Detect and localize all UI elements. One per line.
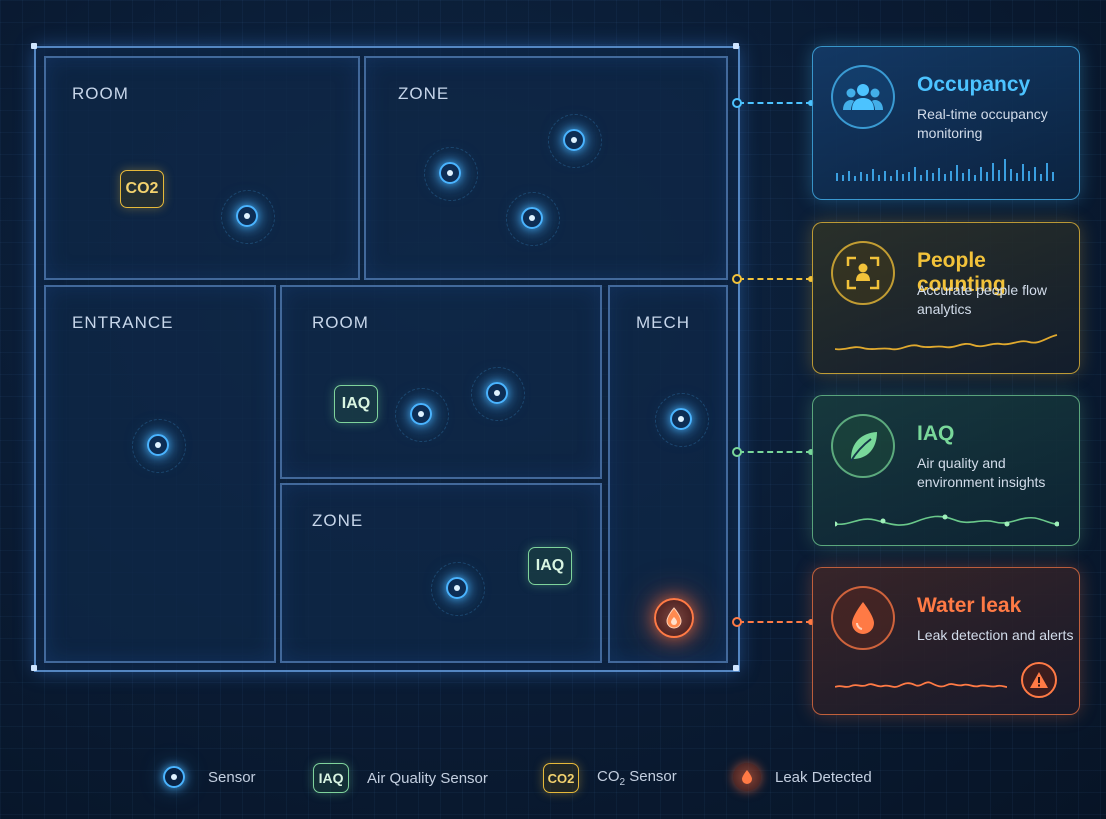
zone-bottom[interactable]: ZONE: [280, 483, 602, 663]
sensor-icon[interactable]: [147, 434, 169, 456]
sensor-icon: [160, 763, 188, 791]
flame-drop-icon: [666, 607, 682, 629]
connector-dot: [732, 447, 742, 457]
sensor-icon[interactable]: [563, 129, 585, 151]
co2-legend-tag: CO2: [543, 763, 579, 793]
people-group-icon: [831, 65, 895, 129]
floor-plan: ROOM ZONE ENTRANCE ROOM MECH ZONE: [34, 46, 740, 672]
air-quality-sparkline: [835, 514, 1059, 527]
iaq-sensor-tag[interactable]: IAQ: [334, 385, 378, 423]
iaq-card[interactable]: IAQ Air quality and environment insights: [812, 395, 1080, 546]
room-label: MECH: [636, 313, 691, 332]
room-label: ENTRANCE: [72, 313, 174, 332]
water-drop-icon: [831, 586, 895, 650]
room-label: ROOM: [312, 313, 369, 332]
connector-dot: [732, 98, 742, 108]
connector-dot: [808, 276, 814, 282]
leak-detected-marker[interactable]: [654, 598, 694, 638]
leaf-icon: [831, 414, 895, 478]
connector-line: [738, 621, 812, 623]
connector-line: [738, 451, 812, 453]
iaq-sensor-tag[interactable]: IAQ: [528, 547, 572, 585]
water-leak-card[interactable]: Water leak Leak detection and alerts: [812, 567, 1080, 715]
occupancy-bars-sparkline: [836, 159, 1054, 181]
person-scan-icon: [831, 241, 895, 305]
plan-corner-marker: [733, 43, 739, 49]
connector-line: [738, 278, 812, 280]
sensor-icon[interactable]: [439, 162, 461, 184]
legend-sensor: Sensor: [160, 763, 256, 791]
sensor-icon[interactable]: [486, 382, 508, 404]
people-counting-card[interactable]: People counting Accurate people flow ana…: [812, 222, 1080, 374]
room-top-left[interactable]: ROOM: [44, 56, 360, 280]
occupancy-card[interactable]: Occupancy Real-time occupancy monitoring: [812, 46, 1080, 200]
people-flow-sparkline: [835, 334, 1058, 351]
leak-sparkline: [835, 681, 1007, 688]
room-entrance[interactable]: ENTRANCE: [44, 285, 276, 663]
connector-dot: [808, 449, 814, 455]
connector-line: [738, 102, 812, 104]
connector-dot: [732, 617, 742, 627]
legend-air-quality: IAQ Air Quality Sensor: [313, 763, 488, 793]
sensor-icon[interactable]: [446, 577, 468, 599]
card-description: Leak detection and alerts: [917, 627, 1074, 643]
connector-dot: [732, 274, 742, 284]
legend-label: Sensor: [208, 768, 256, 786]
connector-dot: [808, 619, 814, 625]
plan-corner-marker: [31, 665, 37, 671]
room-center[interactable]: ROOM: [280, 285, 602, 479]
leak-drop-icon: [733, 763, 761, 791]
connector-dot: [808, 100, 814, 106]
plan-corner-marker: [733, 665, 739, 671]
co2-sensor-tag[interactable]: CO2: [120, 170, 164, 208]
legend-leak: Leak Detected: [733, 763, 872, 791]
sensor-icon[interactable]: [521, 207, 543, 229]
card-title: Occupancy: [917, 73, 1031, 96]
card-description: Accurate people flow analytics: [917, 282, 1047, 317]
room-label: ZONE: [312, 511, 364, 530]
card-description: Real-time occupancy monitoring: [917, 106, 1048, 141]
zone-top-right[interactable]: ZONE: [364, 56, 728, 280]
sensor-halo: [395, 388, 449, 442]
sensor-icon[interactable]: [410, 403, 432, 425]
card-title: Water leak: [917, 594, 1022, 617]
card-title: People counting: [917, 249, 1006, 296]
warning-icon[interactable]: [1021, 662, 1057, 698]
room-label: ROOM: [72, 84, 129, 103]
plan-corner-marker: [31, 43, 37, 49]
sensor-icon[interactable]: [670, 408, 692, 430]
legend-label: CO2 Sensor: [597, 768, 677, 788]
card-description: Air quality and environment insights: [917, 455, 1046, 490]
card-title: IAQ: [917, 422, 955, 445]
room-label: ZONE: [398, 84, 450, 103]
sensor-icon[interactable]: [236, 205, 258, 227]
iaq-legend-tag: IAQ: [313, 763, 349, 793]
legend-label: Air Quality Sensor: [367, 769, 488, 787]
legend-co2: CO2 CO2 Sensor: [543, 763, 677, 793]
legend-label: Leak Detected: [775, 768, 872, 786]
